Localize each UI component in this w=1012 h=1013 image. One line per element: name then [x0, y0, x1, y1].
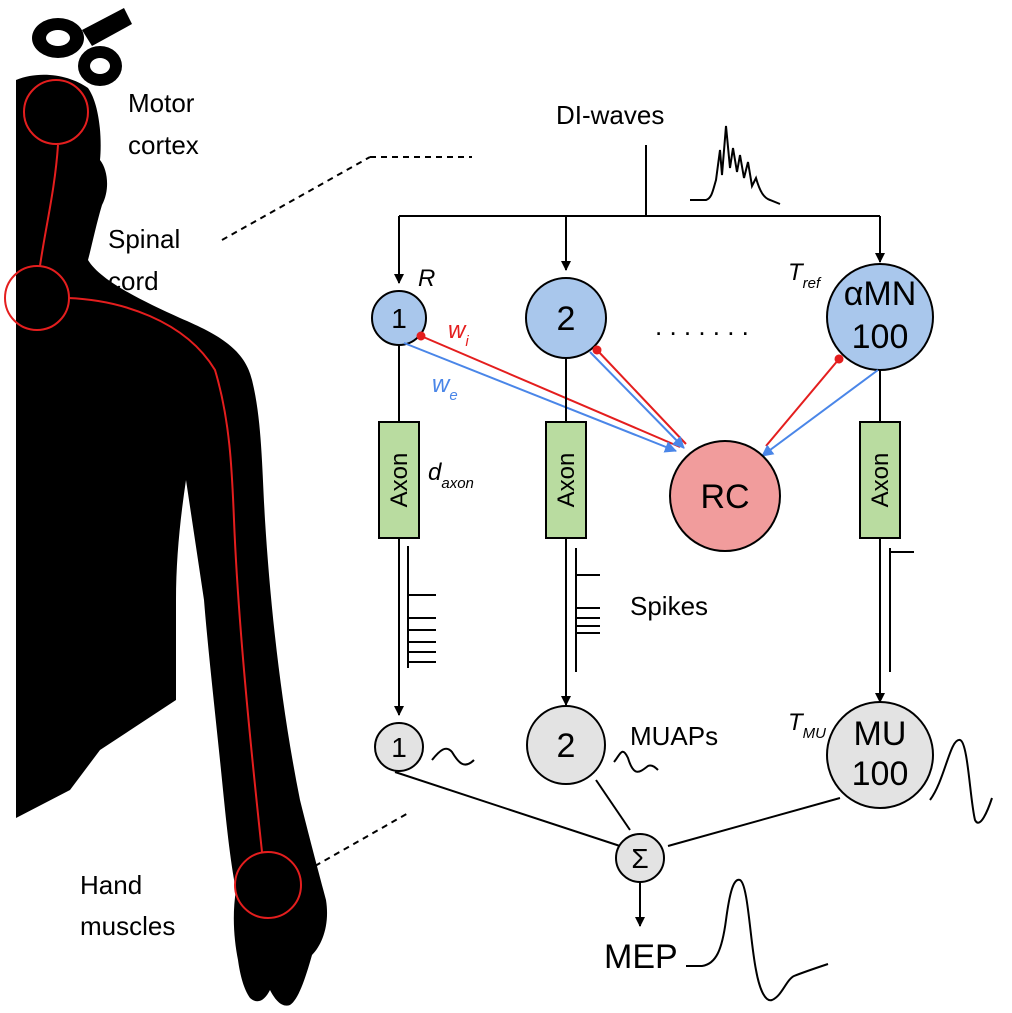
axon-2: Axon	[545, 421, 587, 539]
label-spinal: Spinal	[108, 224, 180, 254]
label-cord: cord	[108, 266, 159, 296]
label-di-waves: DI-waves	[556, 100, 664, 130]
spike-train-1	[394, 538, 436, 716]
motor-unit-100-label-1: MU	[854, 715, 907, 753]
spike-train-2	[561, 538, 600, 706]
label-spikes: Spikes	[630, 591, 708, 621]
motor-unit-1[interactable]: 1	[374, 722, 424, 772]
zoom-line-top	[221, 156, 371, 241]
label-hand: Hand	[80, 870, 142, 900]
axon-1-label: Axon	[386, 453, 413, 508]
motoneuron-100[interactable]: αMN 100	[826, 263, 934, 371]
motoneuron-100-label-2: 100	[852, 318, 909, 356]
motoneuron-1[interactable]: 1	[371, 290, 427, 346]
mu1-to-sum	[394, 771, 621, 847]
label-mep: MEP	[604, 938, 678, 976]
axon-100-label: Axon	[867, 453, 894, 508]
cortex-marker	[23, 79, 89, 145]
mn1-excite-rc	[403, 342, 677, 453]
axon-2-label: Axon	[553, 453, 580, 508]
motoneuron-100-label-1: αMN	[844, 275, 917, 313]
tms-coil-icon	[32, 8, 132, 86]
rc-inhibit-mn2	[592, 345, 687, 445]
mn2-excite-rc	[589, 351, 685, 449]
param-w-e: we	[432, 371, 458, 404]
rc-inhibit-mn1	[416, 331, 681, 448]
param-d-axon: daxon	[428, 459, 474, 492]
label-motor: Motor	[128, 88, 195, 118]
motor-unit-100[interactable]: MU 100	[826, 701, 934, 809]
summation-symbol: Σ	[631, 843, 648, 874]
param-w-i: wi	[448, 317, 469, 350]
motor-unit-1-label: 1	[391, 732, 407, 763]
muap-2-trace	[613, 750, 659, 773]
param-T-MU: TMU	[788, 709, 826, 742]
mn100-excite-rc	[761, 369, 879, 457]
hand-marker	[234, 851, 302, 919]
axon-1: Axon	[378, 421, 420, 539]
di-wave-trace	[690, 125, 781, 205]
param-R: R	[418, 265, 435, 292]
muap-100-trace	[929, 739, 993, 824]
motoneuron-2[interactable]: 2	[525, 277, 607, 359]
renshaw-cell[interactable]: RC	[669, 440, 781, 552]
rc-inhibit-mn100	[765, 354, 844, 447]
motor-unit-2-label: 2	[557, 727, 576, 765]
axon-100: Axon	[859, 421, 901, 539]
label-cortex: cortex	[128, 130, 199, 160]
nerve-path	[4, 79, 302, 919]
spike-train-100	[875, 538, 914, 703]
body-silhouette	[16, 74, 328, 1006]
mu2-to-sum	[595, 779, 631, 831]
motor-unit-100-label-2: 100	[852, 755, 909, 793]
label-muaps: MUAPs	[630, 721, 718, 751]
motor-unit-2[interactable]: 2	[526, 705, 606, 785]
label-muscles: muscles	[80, 911, 175, 941]
mu100-to-sum	[667, 797, 841, 847]
zoom-line-bottom	[314, 811, 411, 867]
muap-1-trace	[431, 747, 475, 766]
summation-node: Σ	[615, 833, 665, 883]
renshaw-cell-label: RC	[700, 478, 749, 516]
motoneuron-1-label: 1	[391, 303, 407, 334]
human-silhouette	[16, 74, 328, 1006]
motoneuron-2-label: 2	[557, 300, 576, 338]
ellipsis: . . . . . . .	[655, 311, 749, 341]
param-T-ref: Tref	[788, 259, 822, 292]
mep-trace	[686, 878, 829, 1002]
